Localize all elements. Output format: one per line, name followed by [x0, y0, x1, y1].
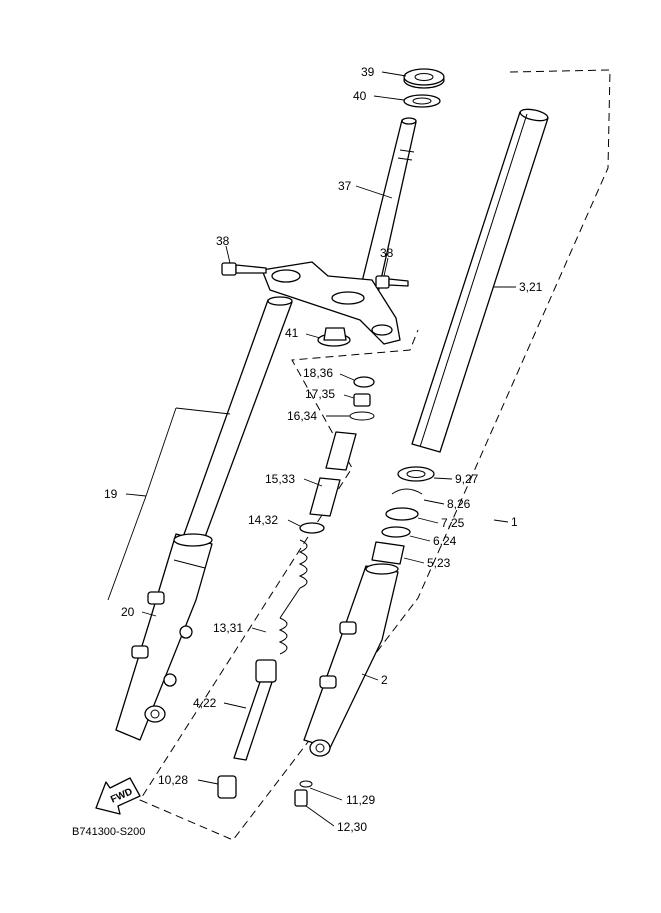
label-10-28: 10,28: [158, 773, 188, 787]
o-ring-16: [349, 411, 375, 421]
bolt-38-left: [221, 262, 267, 276]
outer-tube-left: [115, 533, 213, 741]
diagram-code: B741300-S200: [72, 826, 145, 838]
oil-seal-9: [397, 466, 435, 482]
bolt-38-right: [375, 275, 409, 289]
damper-rod-4: [233, 659, 277, 761]
bush-41: [317, 327, 351, 347]
label-41: 41: [285, 326, 299, 340]
outer-tube-right: [303, 563, 399, 757]
washer-11: [299, 780, 313, 788]
spring-13: [278, 539, 308, 655]
inner-tube-right: [411, 108, 549, 453]
steering-stem: [357, 117, 417, 303]
label-17-35: 17,35: [305, 387, 335, 401]
label-3-21: 3,21: [519, 280, 543, 294]
label-11-29: 11,29: [346, 793, 375, 807]
label-4-22: 4,22: [193, 696, 217, 710]
label-39: 39: [361, 65, 375, 79]
label-8-26: 8,26: [447, 497, 471, 511]
label-6-24: 6,24: [433, 534, 457, 548]
label-18-36: 18,36: [303, 366, 333, 380]
collar-15: [309, 431, 357, 517]
label-13-31: 13,31: [213, 621, 243, 635]
label-7-25: 7,25: [441, 516, 465, 530]
label-38-right: 38: [380, 246, 394, 260]
bolt-12: [294, 789, 308, 807]
label-16-34: 16,34: [287, 409, 317, 423]
label-15-33: 15,33: [265, 472, 295, 486]
adjuster-17: [353, 393, 371, 407]
leader-lines: [107, 71, 516, 827]
label-40: 40: [353, 89, 367, 103]
cap-bolt-18: [353, 376, 375, 388]
bush-5: [371, 541, 405, 565]
assembly-boundary: [139, 69, 611, 841]
label-20: 20: [121, 605, 135, 619]
label-2: 2: [381, 673, 388, 687]
label-19: 19: [104, 487, 118, 501]
bush-6: [381, 526, 411, 538]
label-38-left: 38: [216, 234, 230, 248]
label-37: 37: [338, 179, 352, 193]
label-5-23: 5,23: [427, 556, 451, 570]
label-14-32: 14,32: [248, 513, 278, 527]
inner-tube-left: [181, 296, 293, 546]
bearing-39: [403, 68, 445, 89]
seal-40: [403, 94, 441, 108]
piece-10: [217, 775, 237, 799]
clip-8: [391, 488, 423, 495]
fwd-arrow-icon: FWD: [95, 777, 141, 815]
label-9-27: 9,27: [455, 472, 479, 486]
under-bracket: [261, 261, 401, 345]
washer-7: [385, 507, 419, 521]
label-1: 1: [511, 515, 518, 529]
label-12-30: 12,30: [337, 820, 367, 834]
callout-labels: 39 40 37 38 38 3,21 41 18,36 17,35 16,34…: [104, 65, 543, 834]
washer-14: [299, 522, 325, 534]
